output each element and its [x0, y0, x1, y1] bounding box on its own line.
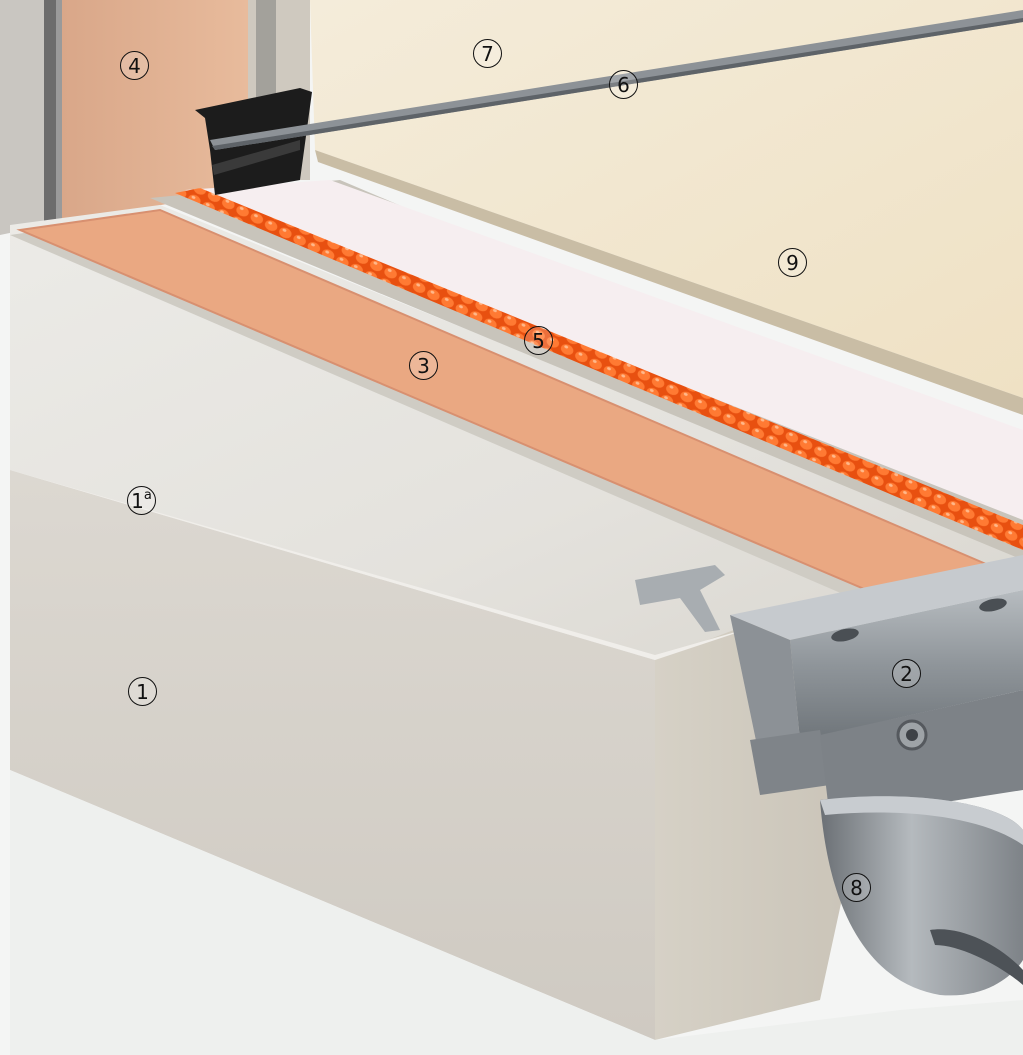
drip-edge-slot [831, 628, 859, 642]
wall-trim-highlight [212, 140, 300, 175]
callout-1-label: 1 [136, 679, 149, 704]
bracket-plate [750, 730, 830, 795]
callout-5: 5 [524, 326, 553, 355]
wall-edge-left [0, 0, 48, 235]
drip-edge-side [730, 615, 800, 760]
callout-5-label: 5 [532, 328, 545, 353]
callout-7: 7 [473, 39, 502, 68]
tile-edge [315, 150, 1023, 415]
callout-1: 1 [128, 677, 157, 706]
callout-3-label: 3 [417, 353, 430, 378]
mortar-bed-inner [150, 180, 1023, 560]
gutter-bracket [820, 690, 1023, 820]
callout-4-label: 4 [128, 53, 141, 78]
drip-edge-top [730, 555, 1023, 640]
callout-9: 9 [778, 248, 807, 277]
callout-6-label: 6 [617, 72, 630, 97]
callout-1a-suffix: a [143, 488, 152, 503]
wall-waterproofing-membrane [62, 0, 248, 222]
edge-clip [635, 565, 725, 632]
floor-shadow [10, 770, 1023, 1055]
callout-1a-label: 1 [131, 488, 144, 513]
bracket-bolt-head [906, 729, 918, 741]
wall-profile-left [44, 0, 56, 232]
callout-6: 6 [609, 70, 638, 99]
callout-9-label: 9 [786, 250, 799, 275]
callout-8-label: 8 [850, 875, 863, 900]
callout-2: 2 [892, 659, 921, 688]
gutter-rim [820, 796, 1023, 845]
fleece-layer [185, 180, 1023, 520]
gutter-inner-lip [930, 929, 1023, 985]
drainage-mat [175, 188, 1023, 550]
callout-3: 3 [409, 351, 438, 380]
callout-2-label: 2 [900, 661, 913, 686]
drip-edge-slot [979, 598, 1007, 612]
callout-4: 4 [120, 51, 149, 80]
callout-8: 8 [842, 873, 871, 902]
wall-profile-left-shine [56, 0, 62, 226]
callout-7-label: 7 [481, 41, 494, 66]
waterproofing-membrane-strip [20, 210, 1000, 600]
